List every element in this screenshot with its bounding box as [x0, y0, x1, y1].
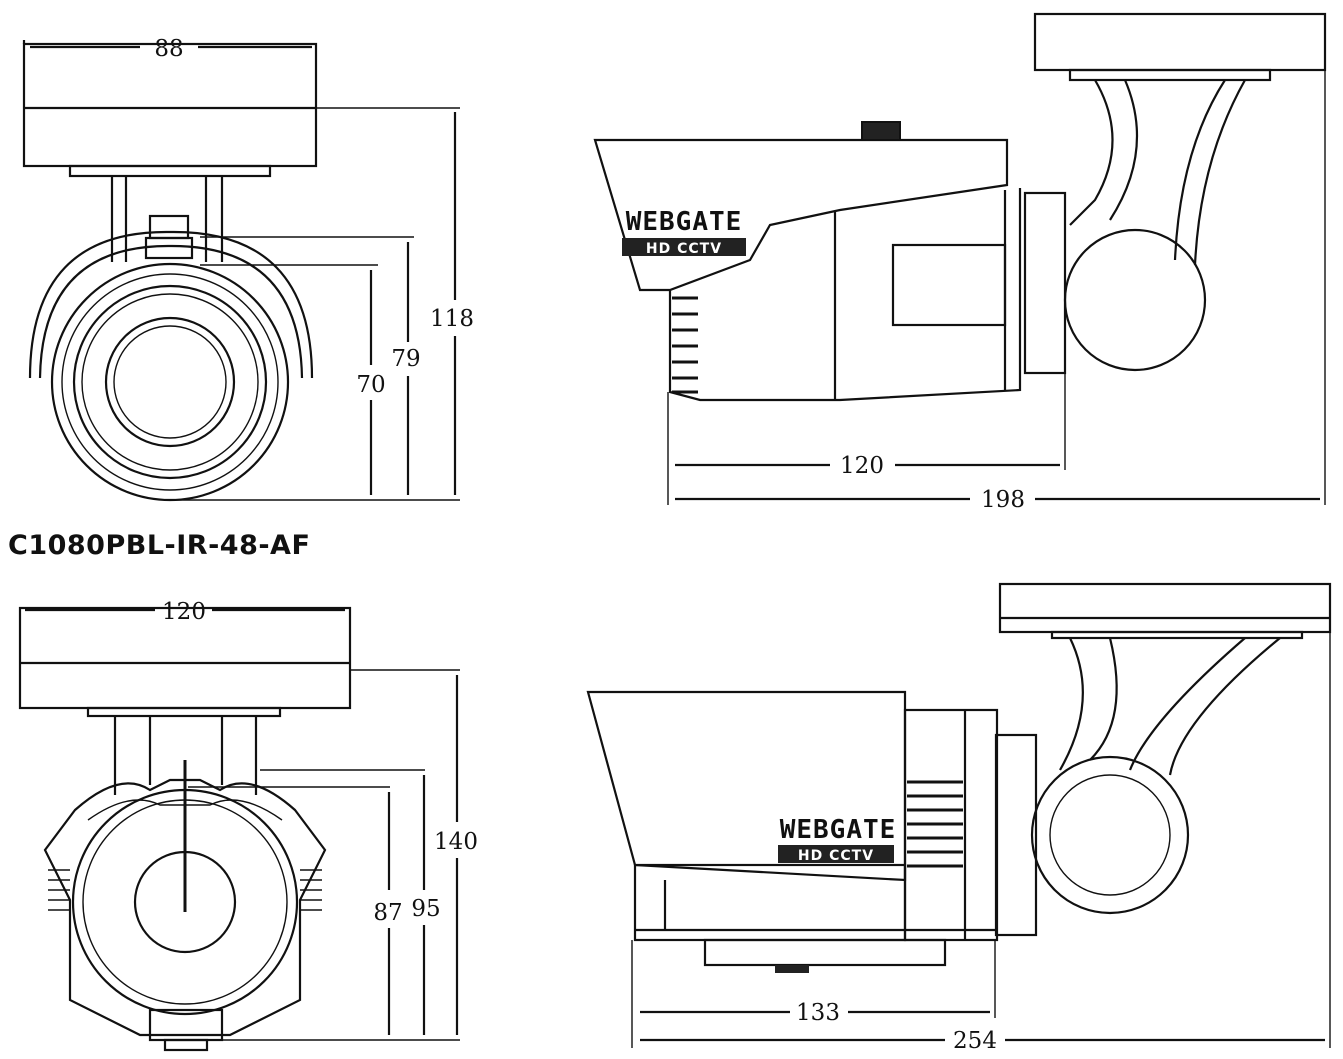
dim-bottom-side-body: 133 [796, 1000, 840, 1026]
dim-bottom-front-width: 120 [162, 599, 206, 625]
top-side-view: WEBGATE HD CCTV 120 198 [593, 12, 1327, 513]
brand-logo-bottom: WEBGATE [780, 815, 897, 845]
badge-text-top: HD CCTV [646, 241, 722, 257]
top-button [148, 214, 190, 240]
bottom-side-view: WEBGATE HD CCTV 133 254 [586, 582, 1332, 1054]
ceiling-mount [1033, 12, 1327, 72]
mount-base [68, 164, 272, 178]
ball-joint [1063, 228, 1207, 372]
mount-plate [22, 42, 318, 168]
dim-top-front-h1: 70 [356, 372, 385, 398]
dim-bottom-front-h3: 140 [434, 829, 478, 855]
housing-body [43, 778, 327, 1037]
sunshield [593, 138, 1009, 292]
bottom-front-view: 120 87 95 140 [18, 599, 478, 1052]
dim-top-front-h2: 79 [391, 346, 420, 372]
dim-top-side-total: 198 [981, 487, 1025, 513]
dim-top-side-body: 120 [840, 453, 884, 479]
dim-top-front-width: 88 [154, 36, 183, 62]
dim-bottom-front-h1: 87 [373, 900, 402, 926]
badge-text-bottom: HD CCTV [798, 848, 874, 864]
lens-icon [104, 316, 236, 448]
model-label: C1080PBL-IR-48-AF [8, 530, 311, 561]
dim-bottom-side-total: 254 [953, 1028, 997, 1054]
badge-bottom [778, 845, 894, 863]
badge-top [622, 238, 746, 256]
top-front-view: 88 70 79 118 [22, 36, 474, 502]
housing-ring [50, 262, 290, 502]
ball-joint-2 [1030, 755, 1190, 915]
ceiling-mount-2 [998, 582, 1332, 634]
dim-bottom-front-h2: 95 [411, 896, 440, 922]
dim-top-front-h3: 118 [430, 306, 474, 332]
top-knob [861, 121, 901, 141]
brand-logo-top: WEBGATE [626, 207, 743, 237]
